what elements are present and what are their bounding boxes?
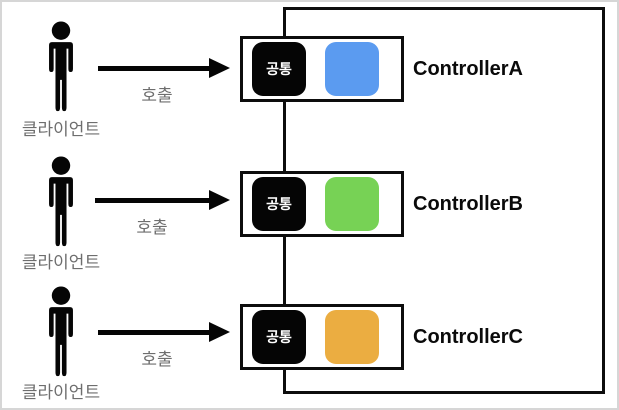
controller-a-color-chip <box>325 42 379 96</box>
common-module-chip: 공통 <box>252 177 306 231</box>
common-module-chip: 공통 <box>252 310 306 364</box>
controller-a-name: ControllerA <box>413 58 523 80</box>
call-label: 호출 <box>136 218 168 237</box>
call-arrow <box>98 66 210 71</box>
client-label: 클라이언트 <box>21 383 101 402</box>
client-person-icon <box>38 19 84 115</box>
controller-c-name: ControllerC <box>413 326 523 348</box>
controller-a-box: 공통 <box>240 36 404 102</box>
client-label: 클라이언트 <box>21 253 101 272</box>
controller-b-color-chip <box>325 177 379 231</box>
controller-b-box: 공통 <box>240 171 404 237</box>
call-arrow-head-icon <box>209 58 230 78</box>
controller-c-color-chip <box>325 310 379 364</box>
call-arrow <box>98 330 210 335</box>
client-person-icon <box>38 284 84 380</box>
call-arrow <box>95 198 210 203</box>
controller-b-name: ControllerB <box>413 193 523 215</box>
call-label: 호출 <box>141 86 173 105</box>
common-module-chip: 공통 <box>252 42 306 96</box>
call-label: 호출 <box>141 350 173 369</box>
client-person-icon <box>38 154 84 250</box>
client-label: 클라이언트 <box>21 120 101 139</box>
call-arrow-head-icon <box>209 322 230 342</box>
controller-c-box: 공통 <box>240 304 404 370</box>
call-arrow-head-icon <box>209 190 230 210</box>
